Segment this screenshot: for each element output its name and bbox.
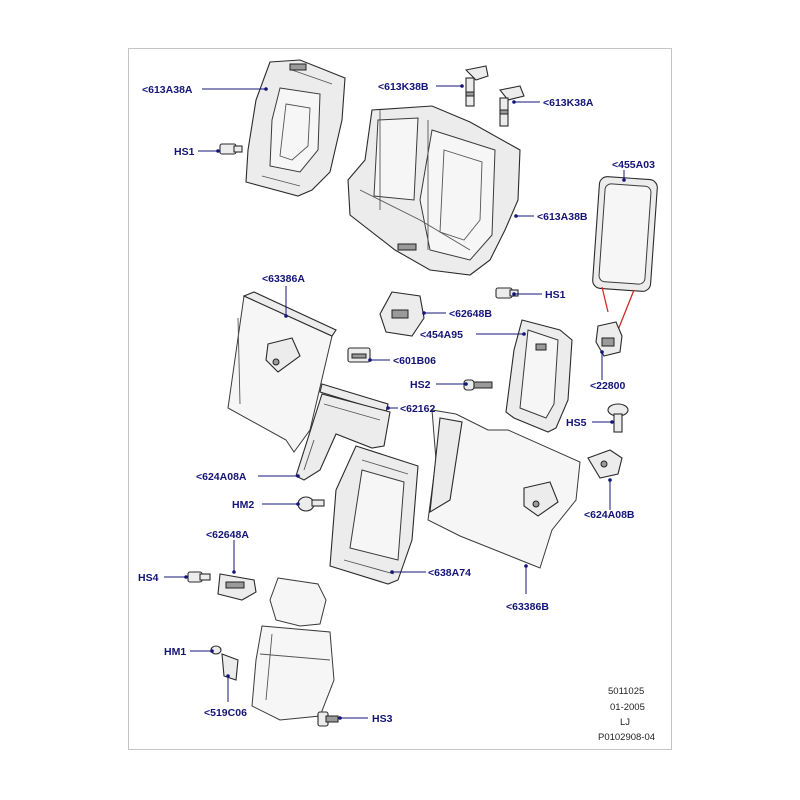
part-pin-613K38B[interactable] — [464, 65, 489, 107]
reference-date: 01-2005 — [610, 702, 645, 713]
label-HS5: HS5 — [566, 417, 587, 429]
part-block-601B06[interactable] — [347, 347, 371, 363]
part-bolt-HS3[interactable] — [317, 711, 339, 727]
label-613K38A: <613K38A — [543, 97, 594, 109]
part-screw-HS2[interactable] — [463, 379, 493, 391]
label-HS4: HS4 — [138, 572, 159, 584]
label-63386A: <63386A — [262, 273, 305, 285]
leader-lines — [164, 84, 626, 720]
part-screw-HS5[interactable] — [607, 403, 629, 433]
label-519C06: <519C06 — [204, 707, 247, 719]
part-back-panel-63386A[interactable] — [227, 291, 337, 453]
part-back-panel-63386B[interactable] — [427, 409, 581, 569]
part-seat-back-frame-large[interactable] — [347, 105, 521, 276]
label-613A38B: <613A38B — [537, 211, 588, 223]
label-HM2: HM2 — [232, 499, 254, 511]
label-HM1: HM1 — [164, 646, 186, 658]
label-624A08A: <624A08A — [196, 471, 247, 483]
part-bolt-HS1-upper[interactable] — [219, 143, 243, 155]
label-454A95: <454A95 — [420, 329, 463, 341]
part-knob-HM2[interactable] — [297, 496, 325, 512]
label-22800: <22800 — [590, 380, 625, 392]
part-bracket-624A08B[interactable] — [587, 449, 623, 479]
label-63386B: <63386B — [506, 601, 549, 613]
highlight-line-left — [601, 286, 609, 313]
label-613K38B: <613K38B — [378, 81, 429, 93]
part-clip-22800[interactable] — [595, 321, 623, 357]
reference-code: P0102908-04 — [598, 732, 655, 743]
part-headrest-cover[interactable] — [251, 577, 335, 721]
diagram-frame — [128, 48, 672, 750]
reference-initials: LJ — [620, 717, 630, 728]
part-panel-455A03[interactable] — [592, 176, 658, 292]
label-601B06: <601B06 — [393, 355, 436, 367]
part-seat-back-frame-small[interactable] — [245, 59, 346, 197]
highlight-line-right — [617, 289, 635, 331]
reference-block: 5011025 01-2005 LJ P0102908-04 — [598, 686, 655, 743]
part-bolt-HS4[interactable] — [187, 571, 211, 583]
part-pin-613K38A[interactable] — [499, 85, 525, 127]
label-62162: <62162 — [400, 403, 435, 415]
label-638A74: <638A74 — [428, 567, 471, 579]
part-side-panel-454A95[interactable] — [505, 319, 573, 433]
label-613A38A: <613A38A — [142, 84, 193, 96]
label-624A08B: <624A08B — [584, 509, 635, 521]
part-frame-panel-638A74[interactable] — [329, 445, 419, 585]
label-455A03: <455A03 — [612, 159, 655, 171]
label-HS3: HS3 — [372, 713, 393, 725]
reference-number: 5011025 — [608, 686, 644, 697]
part-latch-62648B[interactable] — [379, 291, 425, 337]
label-62648B: <62648B — [449, 308, 492, 320]
label-HS2: HS2 — [410, 379, 431, 391]
part-clip-519C06[interactable] — [221, 653, 239, 681]
part-latch-62648A[interactable] — [217, 573, 257, 601]
label-62648A: <62648A — [206, 529, 249, 541]
label-HS1-upper: HS1 — [174, 146, 195, 158]
label-HS1-lower: HS1 — [545, 289, 566, 301]
